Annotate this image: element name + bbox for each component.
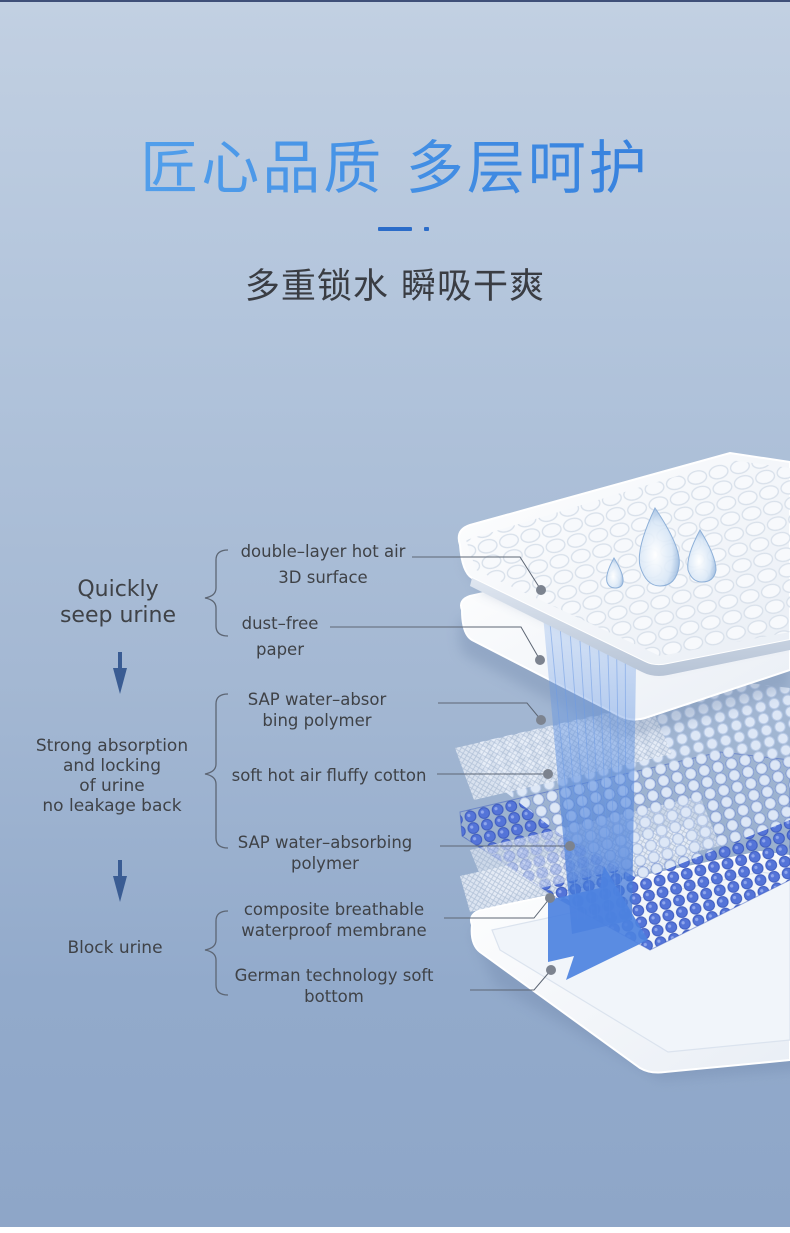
layer-label-sap-2: SAP water–absorbing polymer	[230, 832, 420, 874]
title-divider	[378, 227, 412, 231]
stage-label-line: of urine	[79, 776, 145, 796]
layer-label-line: paper	[256, 640, 304, 659]
layer-label-paper: dust–free paper	[228, 613, 332, 660]
stage-label-line: Strong absorption	[35, 736, 189, 756]
down-arrow-icon	[113, 652, 127, 694]
stage-label-line: Quickly	[77, 577, 159, 602]
layer-label-line: composite breathable	[243, 900, 425, 919]
layer-label-line: polymer	[291, 854, 359, 873]
stage-label-line: no leakage back	[42, 796, 182, 816]
layer-label-sap-1: SAP water–absor bing polymer	[230, 689, 404, 731]
title-divider-dot	[424, 227, 429, 231]
group-braces	[204, 549, 229, 996]
layer-label-surface: double–layer hot air 3D surface	[230, 541, 416, 588]
top-border	[0, 0, 790, 2]
layer-label-line: 3D surface	[278, 568, 368, 587]
layer-label-membrane: composite breathable waterproof membrane	[236, 899, 432, 941]
top-surface-layer	[457, 451, 790, 676]
layer-label-line: soft hot air fluffy cotton	[231, 766, 427, 785]
down-arrow-icon	[113, 860, 127, 902]
stage-label-block: Block urine	[40, 938, 190, 958]
stage-label-absorb: Strong absorption and locking of urine n…	[12, 736, 212, 816]
bottom-border	[0, 1227, 790, 1233]
water-drop-icon	[606, 506, 717, 589]
layer-label-line: bing polymer	[262, 711, 372, 730]
layer-label-line: double–layer hot air	[240, 542, 406, 561]
layer-label-line: dust–free	[241, 614, 319, 633]
stage-label-line: seep urine	[59, 603, 177, 628]
layer-label-line: bottom	[304, 987, 364, 1006]
down-arrow-icon	[548, 866, 648, 980]
annotation-lines	[330, 556, 570, 991]
flow-arrows	[113, 652, 127, 902]
layer-label-line: German technology soft	[234, 966, 434, 985]
layer-label-line: waterproof membrane	[241, 921, 427, 940]
layer-label-line: SAP water–absorbing	[237, 833, 413, 852]
stage-label-line: Block urine	[67, 938, 163, 958]
layer-label-bottom: German technology soft bottom	[228, 965, 440, 1007]
stage-label-line: and locking	[63, 756, 161, 776]
layer-label-cotton: soft hot air fluffy cotton	[226, 765, 432, 786]
layer-label-line: SAP water–absor	[247, 690, 387, 709]
annotation-dots	[535, 585, 575, 975]
page-title: 匠心品质 多层呵护	[0, 136, 790, 200]
stage-label-seep: Quickly seep urine	[38, 577, 198, 629]
page-subtitle: 多重锁水 瞬吸干爽	[244, 267, 546, 307]
